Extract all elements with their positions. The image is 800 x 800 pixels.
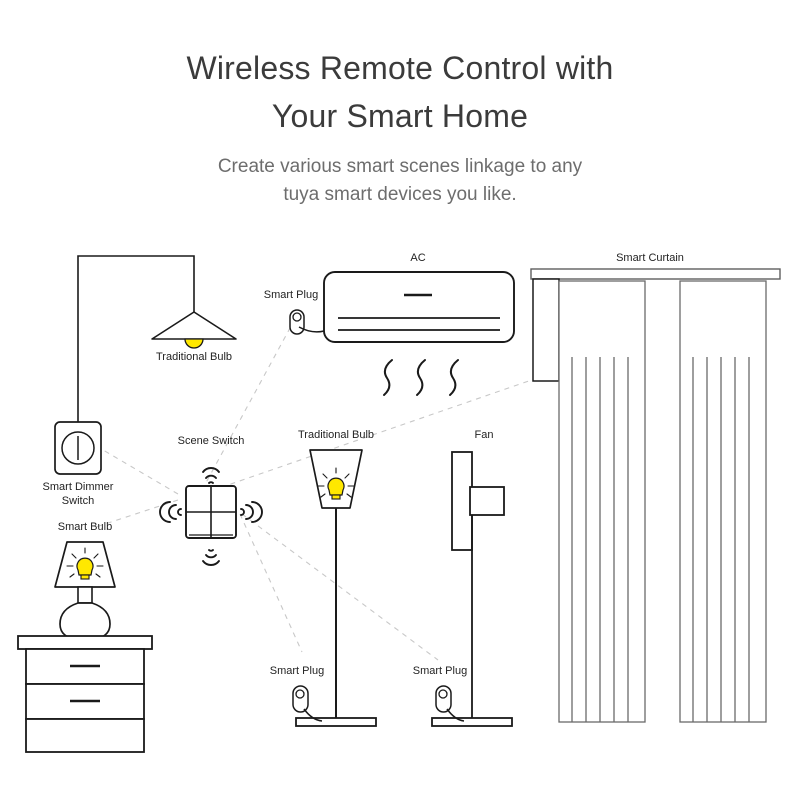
pedestal-fan[interactable] bbox=[431, 451, 513, 727]
smart-plug-fan[interactable] bbox=[435, 685, 465, 722]
curtain-panel-right bbox=[679, 280, 767, 723]
smart-bulb-table-lamp[interactable] bbox=[54, 541, 116, 641]
curtain-rail bbox=[530, 268, 781, 280]
airflow-wave-2 bbox=[416, 359, 426, 396]
table-lamp-base-bulbous bbox=[59, 602, 111, 641]
smart-plug-ac[interactable] bbox=[289, 309, 325, 335]
smart-plug-ac-label: Smart Plug bbox=[264, 289, 318, 301]
link-lines bbox=[95, 316, 547, 661]
floor-lamp-label: Traditional Bulb bbox=[298, 429, 374, 441]
smart-bulb-icon bbox=[66, 547, 104, 580]
smart-dimmer-switch-label-line-2: Switch bbox=[62, 495, 94, 507]
smart-plug-lamp-label: Smart Plug bbox=[270, 665, 324, 677]
nightstand-top bbox=[17, 635, 153, 650]
smart-home-diagram: Traditional Bulb Smart Dimmer Switch Sma… bbox=[0, 232, 800, 800]
smart-plug-ac-cord bbox=[298, 326, 325, 333]
smart-curtain-label: Smart Curtain bbox=[616, 252, 684, 264]
nightstand bbox=[17, 635, 153, 753]
page-subtitle-line-1: Create various smart scenes linkage to a… bbox=[217, 156, 583, 177]
smart-plug-lamp-outlet-icon bbox=[295, 689, 305, 699]
link-scene-switch-to-ac bbox=[201, 316, 297, 491]
smart-plug-fan-outlet-icon bbox=[438, 689, 448, 699]
fan-blade-housing bbox=[451, 451, 473, 551]
page-title-line-2: Your Smart Home bbox=[271, 98, 529, 134]
nightstand-drawer-3 bbox=[25, 718, 145, 753]
smart-plug-floor-lamp[interactable] bbox=[292, 685, 323, 722]
link-scene-switch-to-floor-lamp bbox=[239, 513, 303, 653]
header: Wireless Remote Control with Your Smart … bbox=[0, 44, 800, 212]
pendant-lamp bbox=[151, 311, 237, 349]
ac-airflow-icons bbox=[383, 359, 459, 396]
floor-lamp-bulb-icon bbox=[317, 467, 355, 500]
floor-lamp-base bbox=[295, 717, 377, 727]
fan-motor-housing bbox=[469, 486, 505, 516]
pendant-lamp-wire bbox=[77, 255, 195, 423]
scene-switch-signal-icons bbox=[159, 467, 263, 566]
smart-plug-fan-label: Smart Plug bbox=[413, 665, 467, 677]
smart-plug-lamp-cord bbox=[303, 708, 323, 722]
ac-body bbox=[323, 271, 515, 343]
smart-plug-ac-outlet-icon bbox=[292, 312, 302, 322]
fan-label: Fan bbox=[475, 429, 494, 441]
scene-switch-button-bottom-left[interactable] bbox=[187, 513, 210, 537]
page-subtitle-line-2: tuya smart devices you like. bbox=[283, 184, 517, 205]
airflow-wave-3 bbox=[449, 359, 459, 396]
scene-switch[interactable] bbox=[185, 485, 237, 539]
smart-plug-fan-cord bbox=[446, 708, 465, 722]
pendant-lamp-group bbox=[77, 255, 195, 423]
link-scene-switch-to-curtain bbox=[201, 374, 547, 495]
wifi-signal-up-icon bbox=[202, 467, 220, 484]
wifi-signal-down-icon bbox=[202, 549, 220, 566]
scene-switch-button-bottom-right[interactable] bbox=[212, 513, 235, 537]
link-scene-switch-to-fan bbox=[241, 513, 439, 661]
scene-switch-button-top-right[interactable] bbox=[212, 487, 235, 511]
smart-dimmer-switch-label-line-1: Smart Dimmer bbox=[43, 481, 114, 493]
pendant-shade bbox=[151, 311, 237, 340]
pendant-lamp-label: Traditional Bulb bbox=[156, 351, 232, 363]
table-lamp-neck bbox=[77, 586, 93, 604]
pendant-bulb-icon bbox=[184, 338, 204, 349]
smart-bulb-label: Smart Bulb bbox=[58, 521, 112, 533]
floor-lamp[interactable] bbox=[295, 449, 377, 727]
ac-label: AC bbox=[410, 252, 425, 264]
curtain-panel-left-pleats bbox=[571, 357, 629, 722]
curtain-motor-box bbox=[532, 278, 560, 382]
airflow-wave-1 bbox=[383, 359, 393, 396]
curtain-panel-left bbox=[558, 280, 646, 723]
smart-curtain[interactable] bbox=[530, 268, 781, 723]
wifi-signal-left-icon bbox=[159, 501, 182, 523]
wifi-signal-right-icon bbox=[240, 501, 263, 523]
curtain-panel-right-pleats bbox=[692, 357, 750, 722]
scene-switch-label: Scene Switch bbox=[178, 435, 245, 447]
ac-unit[interactable] bbox=[323, 271, 515, 343]
page-title-line-1: Wireless Remote Control with bbox=[186, 50, 614, 86]
smart-dimmer-switch[interactable] bbox=[54, 421, 102, 475]
fan-base bbox=[431, 717, 513, 727]
scene-switch-button-top-left[interactable] bbox=[187, 487, 210, 511]
